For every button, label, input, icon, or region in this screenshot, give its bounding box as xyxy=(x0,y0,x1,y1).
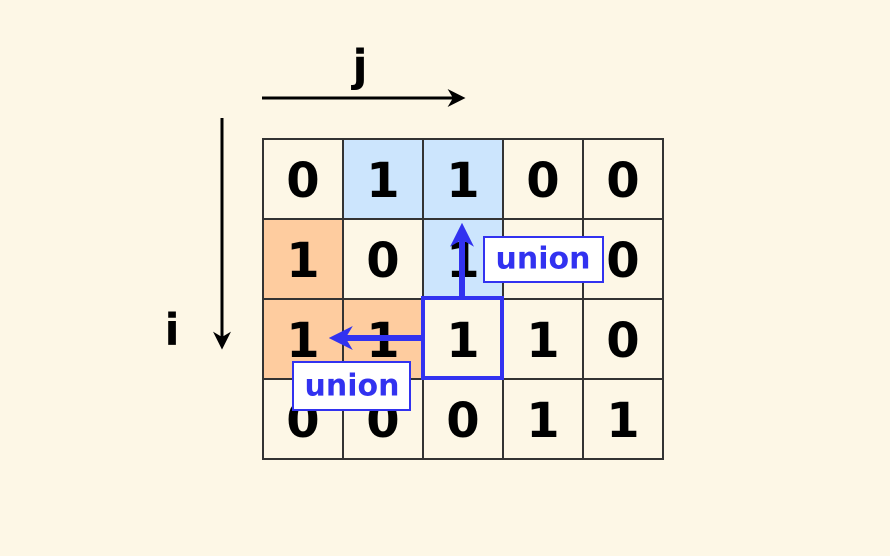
grid-cell-value: 1 xyxy=(526,313,559,369)
grid-cell-value: 1 xyxy=(526,393,559,449)
grid-cell-background xyxy=(582,138,664,220)
grid-cell-value: 0 xyxy=(366,233,399,289)
grid-cell: 0 xyxy=(502,138,584,220)
union-up-label: union xyxy=(483,236,604,283)
grid-cell-value: 1 xyxy=(286,313,319,369)
union-left-label-box xyxy=(292,361,411,411)
grid-cell-background xyxy=(422,378,504,460)
grid-cell-value: 0 xyxy=(606,313,639,369)
union-left-label: union xyxy=(292,361,411,411)
grid-cell-value: 0 xyxy=(286,153,319,209)
union-up-label-box xyxy=(483,236,604,283)
grid-cell: 1 xyxy=(422,138,504,220)
grid-cell: 0 xyxy=(342,218,424,300)
grid-cell: 0 xyxy=(582,298,664,380)
grid-cell-value: 0 xyxy=(606,233,639,289)
grid-cell-value: 0 xyxy=(526,153,559,209)
grid-cell-value: 1 xyxy=(366,153,399,209)
grid-cell: 1 xyxy=(262,218,344,300)
grid-cell-value: 1 xyxy=(606,393,639,449)
grid-cell-value: 1 xyxy=(446,153,479,209)
grid-cell-value: 1 xyxy=(446,313,479,369)
row-axis-label: i xyxy=(164,305,179,356)
grid-cell: 0 xyxy=(262,138,344,220)
grid-cell-value: 0 xyxy=(446,393,479,449)
grid-cell-background xyxy=(502,138,584,220)
grid-cell: 0 xyxy=(422,378,504,460)
grid-cell: 1 xyxy=(502,378,584,460)
grid-cell: 1 xyxy=(582,378,664,460)
grid-cell-background xyxy=(262,218,344,300)
column-axis-label: j xyxy=(350,41,367,92)
grid-cell: 0 xyxy=(582,138,664,220)
union-up-label-text: union xyxy=(496,242,591,277)
grid-cell-value: 0 xyxy=(606,153,639,209)
grid-cell: 1 xyxy=(422,298,504,380)
grid-cell: 1 xyxy=(342,138,424,220)
grid-cell-value: 1 xyxy=(286,233,319,289)
grid-cell: 1 xyxy=(502,298,584,380)
grid-cell-background xyxy=(582,378,664,460)
union-left-label-text: union xyxy=(305,369,400,404)
